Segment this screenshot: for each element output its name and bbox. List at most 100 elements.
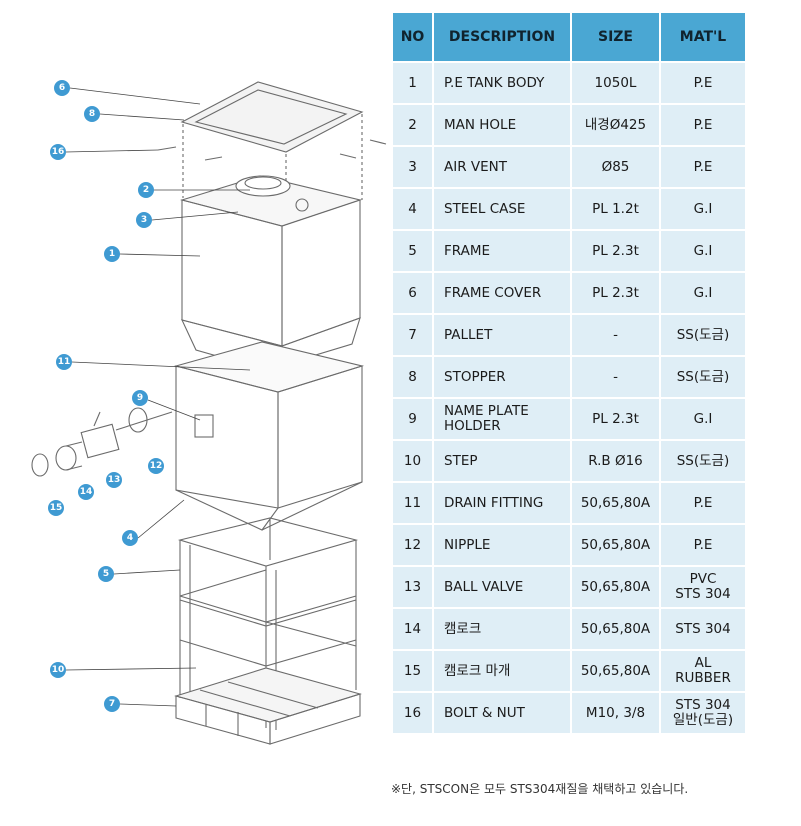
parts-table: NO DESCRIPTION SIZE MAT'L 1 P.E TANK BOD… bbox=[391, 11, 747, 735]
cell-size: Ø85 bbox=[570, 145, 661, 189]
cell-material: G.I bbox=[659, 271, 747, 315]
table-row: 9 NAME PLATE HOLDER PL 2.3t G.I bbox=[391, 397, 747, 441]
cell-description: DRAIN FITTING bbox=[432, 481, 572, 525]
callout-16 bbox=[50, 144, 66, 160]
table-row: 2 MAN HOLE 내경Ø425 P.E bbox=[391, 103, 747, 147]
callout-label-12: 12 bbox=[150, 461, 163, 471]
cell-description: MAN HOLE bbox=[432, 103, 572, 147]
callout-label-3: 3 bbox=[141, 215, 147, 225]
cell-description: PALLET bbox=[432, 313, 572, 357]
callout-11 bbox=[56, 354, 72, 370]
callout-label-1: 1 bbox=[109, 249, 115, 259]
table-row: 16 BOLT & NUT M10, 3/8 STS 304 일반(도금) bbox=[391, 691, 747, 735]
table-row: 15 캠로크 마개 50,65,80A AL RUBBER bbox=[391, 649, 747, 693]
callout-5 bbox=[98, 566, 114, 582]
cell-material: P.E bbox=[659, 523, 747, 567]
cell-size: 50,65,80A bbox=[570, 523, 661, 567]
cell-description: FRAME bbox=[432, 229, 572, 273]
callout-label-6: 6 bbox=[59, 83, 65, 93]
table-row: 13 BALL VALVE 50,65,80A PVC STS 304 bbox=[391, 565, 747, 609]
table-row: 12 NIPPLE 50,65,80A P.E bbox=[391, 523, 747, 567]
header-description: DESCRIPTION bbox=[432, 11, 572, 63]
cell-size: - bbox=[570, 313, 661, 357]
cell-material: PVC STS 304 bbox=[659, 565, 747, 609]
cell-no: 15 bbox=[391, 649, 434, 693]
cell-material: P.E bbox=[659, 103, 747, 147]
callout-label-13: 13 bbox=[108, 475, 121, 485]
cell-description: STEEL CASE bbox=[432, 187, 572, 231]
callout-label-14: 14 bbox=[80, 487, 93, 497]
cell-size: 50,65,80A bbox=[570, 607, 661, 651]
cell-size: 1050L bbox=[570, 61, 661, 105]
cell-material: AL RUBBER bbox=[659, 649, 747, 693]
footnote: ※단, STSCON은 모두 STS304재질을 채택하고 있습니다. bbox=[391, 782, 689, 796]
cell-no: 10 bbox=[391, 439, 434, 483]
cell-material: STS 304 일반(도금) bbox=[659, 691, 747, 735]
cell-material: SS(도금) bbox=[659, 313, 747, 357]
callout-label-2: 2 bbox=[143, 185, 149, 195]
callout-3 bbox=[136, 212, 152, 228]
cell-no: 3 bbox=[391, 145, 434, 189]
cell-no: 12 bbox=[391, 523, 434, 567]
callout-7 bbox=[104, 696, 120, 712]
exploded-tank-diagram: 6 8 16 2 3 1 11 9 12 14 13 15 4 5 10 7 bbox=[31, 80, 387, 745]
cell-material: P.E bbox=[659, 481, 747, 525]
frame-drawing bbox=[177, 517, 359, 730]
cell-no: 13 bbox=[391, 565, 434, 609]
cell-size: 50,65,80A bbox=[570, 565, 661, 609]
cell-size: 내경Ø425 bbox=[570, 103, 661, 147]
cell-description: AIR VENT bbox=[432, 145, 572, 189]
cell-material: G.I bbox=[659, 397, 747, 441]
cell-material: SS(도금) bbox=[659, 439, 747, 483]
table-row: 10 STEP R.B Ø16 SS(도금) bbox=[391, 439, 747, 483]
cell-no: 6 bbox=[391, 271, 434, 315]
callout-10 bbox=[50, 662, 66, 678]
callout-label-15: 15 bbox=[50, 503, 63, 513]
table-row: 11 DRAIN FITTING 50,65,80A P.E bbox=[391, 481, 747, 525]
cell-size: 50,65,80A bbox=[570, 481, 661, 525]
cell-no: 14 bbox=[391, 607, 434, 651]
callout-label-5: 5 bbox=[103, 569, 109, 579]
pallet-drawing bbox=[174, 667, 362, 745]
table-row: 8 STOPPER - SS(도금) bbox=[391, 355, 747, 399]
cell-size: 50,65,80A bbox=[570, 649, 661, 693]
callout-label-4: 4 bbox=[127, 533, 133, 543]
cell-no: 11 bbox=[391, 481, 434, 525]
cell-description: BOLT & NUT bbox=[432, 691, 572, 735]
callout-9 bbox=[132, 390, 148, 406]
cell-no: 1 bbox=[391, 61, 434, 105]
frame-cover-drawing bbox=[180, 81, 364, 153]
cell-description: STEP bbox=[432, 439, 572, 483]
callout-1 bbox=[104, 246, 120, 262]
cell-size: - bbox=[570, 355, 661, 399]
table-row: 3 AIR VENT Ø85 P.E bbox=[391, 145, 747, 189]
callout-label-8: 8 bbox=[89, 109, 95, 119]
cell-size: PL 2.3t bbox=[570, 271, 661, 315]
callout-label-9: 9 bbox=[137, 393, 143, 403]
cell-size: PL 2.3t bbox=[570, 229, 661, 273]
cell-no: 8 bbox=[391, 355, 434, 399]
cell-material: P.E bbox=[659, 145, 747, 189]
header-size: SIZE bbox=[570, 11, 661, 63]
table-row: 1 P.E TANK BODY 1050L P.E bbox=[391, 61, 747, 105]
header-material: MAT'L bbox=[659, 11, 747, 63]
cell-size: R.B Ø16 bbox=[570, 439, 661, 483]
table-row: 6 FRAME COVER PL 2.3t G.I bbox=[391, 271, 747, 315]
cell-description: P.E TANK BODY bbox=[432, 61, 572, 105]
callout-15 bbox=[48, 500, 64, 516]
cell-no: 16 bbox=[391, 691, 434, 735]
cell-no: 2 bbox=[391, 103, 434, 147]
cell-no: 4 bbox=[391, 187, 434, 231]
callout-13 bbox=[106, 472, 122, 488]
callout-2 bbox=[138, 182, 154, 198]
callout-8 bbox=[84, 106, 100, 122]
cell-description: FRAME COVER bbox=[432, 271, 572, 315]
cell-size: M10, 3/8 bbox=[570, 691, 661, 735]
cell-size: PL 2.3t bbox=[570, 397, 661, 441]
callout-6 bbox=[54, 80, 70, 96]
cell-material: SS(도금) bbox=[659, 355, 747, 399]
table-row: 4 STEEL CASE PL 1.2t G.I bbox=[391, 187, 747, 231]
cell-description: NAME PLATE HOLDER bbox=[432, 397, 572, 441]
cell-description: 캠로크 bbox=[432, 607, 572, 651]
cell-no: 9 bbox=[391, 397, 434, 441]
